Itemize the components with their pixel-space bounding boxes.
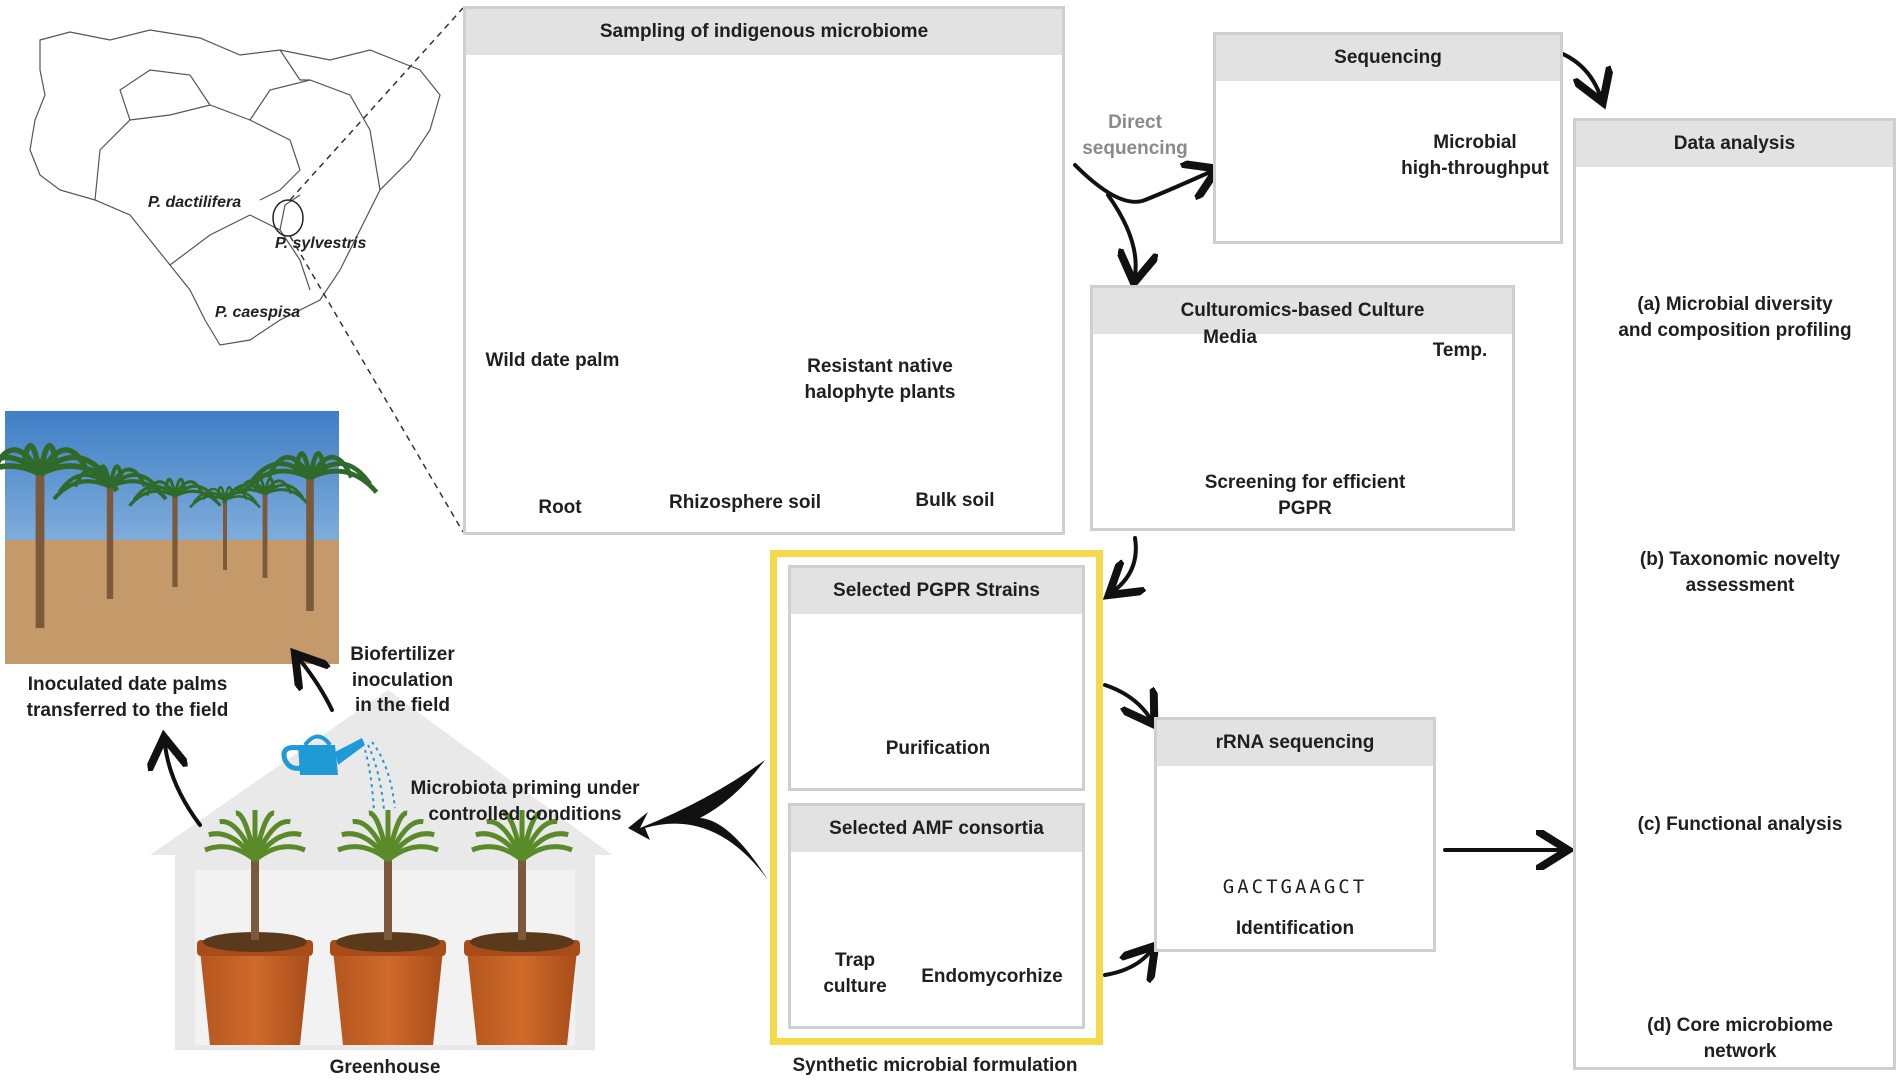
palm-frond bbox=[0, 447, 43, 476]
data-analysis-title: Data analysis bbox=[1576, 121, 1893, 167]
biofertilizer-label: Biofertilizer inoculation in the field bbox=[350, 644, 455, 717]
palm-trunk bbox=[306, 478, 314, 611]
pot bbox=[467, 950, 577, 1045]
palm-frond bbox=[163, 477, 177, 497]
direct-sequencing-label: Direct sequencing bbox=[1082, 112, 1188, 159]
palm-frond bbox=[292, 451, 313, 479]
analysis-a-label: (a) Microbial diversity and composition … bbox=[1618, 294, 1852, 341]
palm-frond bbox=[109, 479, 168, 501]
sampling-panel: Sampling of indigenous microbiome bbox=[463, 6, 1065, 535]
field-label: Inoculated date palms transferred to the… bbox=[26, 674, 229, 721]
palm-frond bbox=[95, 464, 112, 488]
bulk-soil-label: Bulk soil bbox=[915, 490, 995, 511]
plant-leaf bbox=[253, 844, 306, 862]
purification-label: Purification bbox=[885, 738, 991, 759]
palm-trunk bbox=[35, 474, 45, 628]
sequencing-panel: Sequencing bbox=[1213, 32, 1563, 244]
palm-frond bbox=[145, 480, 177, 497]
palm-frond bbox=[215, 485, 227, 501]
date-palm-field-photo bbox=[0, 411, 379, 664]
species-label-sylvestris: P. sylvestris bbox=[275, 235, 367, 252]
sequencing-title: Sequencing bbox=[1216, 35, 1560, 81]
species-label-dactilifera: P. dactilifera bbox=[148, 194, 242, 211]
palm-frond bbox=[38, 454, 112, 483]
middle-east-map bbox=[29, 29, 441, 346]
data-analysis-panel: Data analysis bbox=[1573, 118, 1896, 1070]
sequencing-label: Microbial high-throughput bbox=[1401, 132, 1549, 179]
rrna-panel: rRNA sequencing bbox=[1154, 717, 1436, 952]
pot-soil bbox=[470, 932, 574, 952]
palm-frond bbox=[174, 489, 222, 507]
pot bbox=[333, 950, 443, 1045]
screening-label: Screening for efficient PGPR bbox=[1204, 472, 1406, 519]
culturomics-panel: Culturomics-based Culture bbox=[1090, 285, 1515, 531]
amf-title: Selected AMF consortia bbox=[791, 806, 1082, 852]
rhizosphere-label: Rhizosphere soil bbox=[668, 492, 822, 513]
palm-frond bbox=[20, 442, 43, 475]
palm-trunk bbox=[262, 494, 268, 578]
pgpr-panel: Selected PGPR Strains bbox=[788, 565, 1085, 791]
plant-stem bbox=[518, 860, 526, 940]
analysis-b-label: (b) Taxonomic novelty assessment bbox=[1639, 549, 1841, 596]
dna-sequence: GACTGAAGCT bbox=[1222, 876, 1368, 898]
amf-panel: Selected AMF consortia bbox=[788, 803, 1085, 1029]
priming-label: Microbiota priming under controlled cond… bbox=[410, 778, 640, 825]
pot-soil bbox=[336, 932, 440, 952]
greenhouse-image bbox=[150, 690, 612, 1050]
species-label-caespisa: P. caespisa bbox=[215, 304, 301, 321]
palm-frond bbox=[308, 468, 379, 494]
trap-culture-label: Trap culture bbox=[823, 950, 887, 997]
palm-frond bbox=[73, 467, 112, 489]
palm-frond bbox=[266, 455, 313, 480]
plant-leaf bbox=[520, 844, 573, 862]
plant-stem bbox=[384, 860, 392, 940]
palm-trunk bbox=[172, 496, 178, 587]
root-label: Root bbox=[538, 497, 582, 518]
temp-label: Temp. bbox=[1432, 340, 1488, 361]
flow-arrows bbox=[165, 45, 1600, 975]
sampling-region-marker bbox=[272, 199, 304, 237]
halophyte-label: Resistant native halophyte plants bbox=[804, 356, 956, 403]
palm-trunk bbox=[223, 500, 227, 570]
plant-leaf bbox=[386, 844, 439, 862]
formulation-label: Synthetic microbial formulation bbox=[792, 1055, 1078, 1076]
palm-frond bbox=[202, 487, 227, 501]
pot-soil bbox=[203, 932, 307, 952]
formulation-frame bbox=[770, 550, 1103, 1045]
main-flow-arrow bbox=[628, 760, 768, 880]
endomycorhize-label: Endomycorhize bbox=[921, 966, 1063, 987]
analysis-c-label: (c) Functional analysis bbox=[1637, 814, 1843, 835]
palm-frond bbox=[308, 461, 372, 486]
culturomics-title: Culturomics-based Culture bbox=[1093, 288, 1512, 334]
analysis-d-label: (d) Core microbiome network bbox=[1647, 1015, 1833, 1062]
palm-frond bbox=[264, 488, 309, 505]
identification-label: Identification bbox=[1235, 918, 1355, 939]
plant-stem bbox=[251, 860, 259, 940]
wild-date-palm-label: Wild date palm bbox=[485, 350, 620, 371]
media-label: Media bbox=[1203, 327, 1257, 348]
pot bbox=[200, 950, 310, 1045]
rrna-title: rRNA sequencing bbox=[1157, 720, 1433, 766]
watering-can-icon bbox=[281, 734, 396, 813]
palm-trunk bbox=[106, 487, 114, 599]
zoom-line-bottom bbox=[289, 235, 464, 533]
pgpr-title: Selected PGPR Strains bbox=[791, 568, 1082, 614]
greenhouse-label: Greenhouse bbox=[329, 1057, 441, 1078]
sampling-title: Sampling of indigenous microbiome bbox=[466, 9, 1062, 55]
